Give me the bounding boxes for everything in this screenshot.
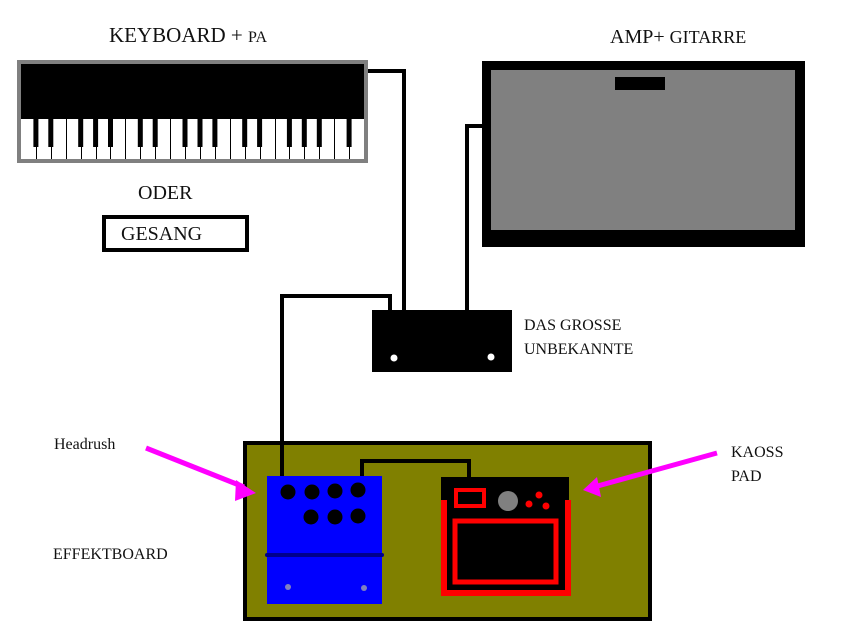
mystery-box-body	[372, 310, 512, 372]
black-key	[316, 118, 322, 147]
black-key	[137, 118, 143, 147]
black-key	[212, 118, 218, 147]
amp-grille	[491, 70, 795, 230]
kaoss-label-line2: PAD	[731, 468, 762, 485]
cable-headrush-to-kaoss	[360, 459, 471, 478]
black-key	[93, 118, 99, 147]
keyboard-title: KEYBOARD + PA	[109, 25, 267, 46]
black-key	[346, 118, 352, 147]
effectboard	[243, 441, 652, 621]
kaoss-label-line1: KAOSS	[731, 444, 784, 461]
mystery-label-line2: UNBEKANNTE	[524, 341, 634, 358]
mystery-label-line1: DAS GROSSE	[524, 317, 622, 334]
black-key	[48, 118, 54, 147]
black-key	[182, 118, 188, 147]
arrow-headrush-head	[235, 480, 256, 501]
headrush-knob	[350, 508, 366, 524]
kaoss-bottom	[441, 590, 571, 596]
kaoss-side-left	[441, 500, 447, 594]
kaoss-pad	[441, 477, 571, 596]
mystery-box-jack	[390, 354, 398, 362]
black-key	[286, 118, 292, 147]
keyboard	[17, 60, 368, 163]
amp-title-plus: +	[653, 26, 665, 48]
kaoss-led	[542, 502, 550, 510]
headrush-knob	[304, 484, 320, 500]
mystery-box-jack	[487, 353, 495, 361]
headrush-knob	[280, 484, 296, 500]
black-key	[33, 118, 39, 147]
cable-box-to-headrush	[280, 294, 392, 477]
keyboard-title-plus: +	[230, 23, 243, 47]
kaoss-led	[525, 500, 533, 508]
kaoss-led	[535, 491, 543, 499]
kaoss-display	[454, 488, 486, 508]
black-key	[197, 118, 203, 147]
kaoss-touchpad	[452, 518, 559, 585]
black-key	[152, 118, 158, 147]
cable-amp-to-box	[465, 124, 482, 310]
keyboard-panel	[21, 64, 364, 119]
amp-title-main: AMP	[610, 26, 654, 48]
black-key	[108, 118, 113, 147]
headrush-knob	[350, 482, 366, 498]
amp-title: AMP+ GITARRE	[610, 27, 746, 47]
oder-label: ODER	[138, 182, 193, 204]
arrow-kaoss-shaft	[593, 450, 718, 490]
headrush-knob	[327, 509, 343, 525]
headrush-screw	[361, 585, 367, 591]
keyboard-white-keys	[21, 119, 364, 159]
kaoss-knob	[498, 491, 518, 511]
keyboard-title-main: KEYBOARD	[109, 23, 226, 47]
headrush-label: Headrush	[54, 436, 116, 453]
amp-title-gitarre: GITARRE	[669, 27, 747, 47]
black-key	[242, 118, 248, 147]
black-key	[301, 118, 307, 147]
arrow-kaoss-head	[583, 477, 601, 497]
keyboard-title-pa: PA	[248, 29, 267, 46]
arrow-headrush-shaft	[145, 445, 245, 490]
cables	[280, 69, 482, 477]
headrush-screw	[285, 584, 291, 590]
amp-handle	[615, 77, 665, 90]
black-key	[257, 118, 263, 147]
headrush-knob	[303, 509, 319, 525]
black-key	[78, 118, 84, 147]
cable-keyboard-to-box	[368, 69, 406, 310]
mystery-box	[372, 310, 512, 372]
kaoss-side-right	[565, 500, 571, 594]
headrush-pedal	[265, 476, 384, 604]
effektboard-label: EFFEKTBOARD	[53, 546, 168, 563]
gesang-label: GESANG	[121, 223, 203, 245]
arrows	[145, 445, 718, 501]
headrush-knob	[327, 483, 343, 499]
amp	[482, 61, 805, 247]
gesang-box	[102, 215, 249, 252]
